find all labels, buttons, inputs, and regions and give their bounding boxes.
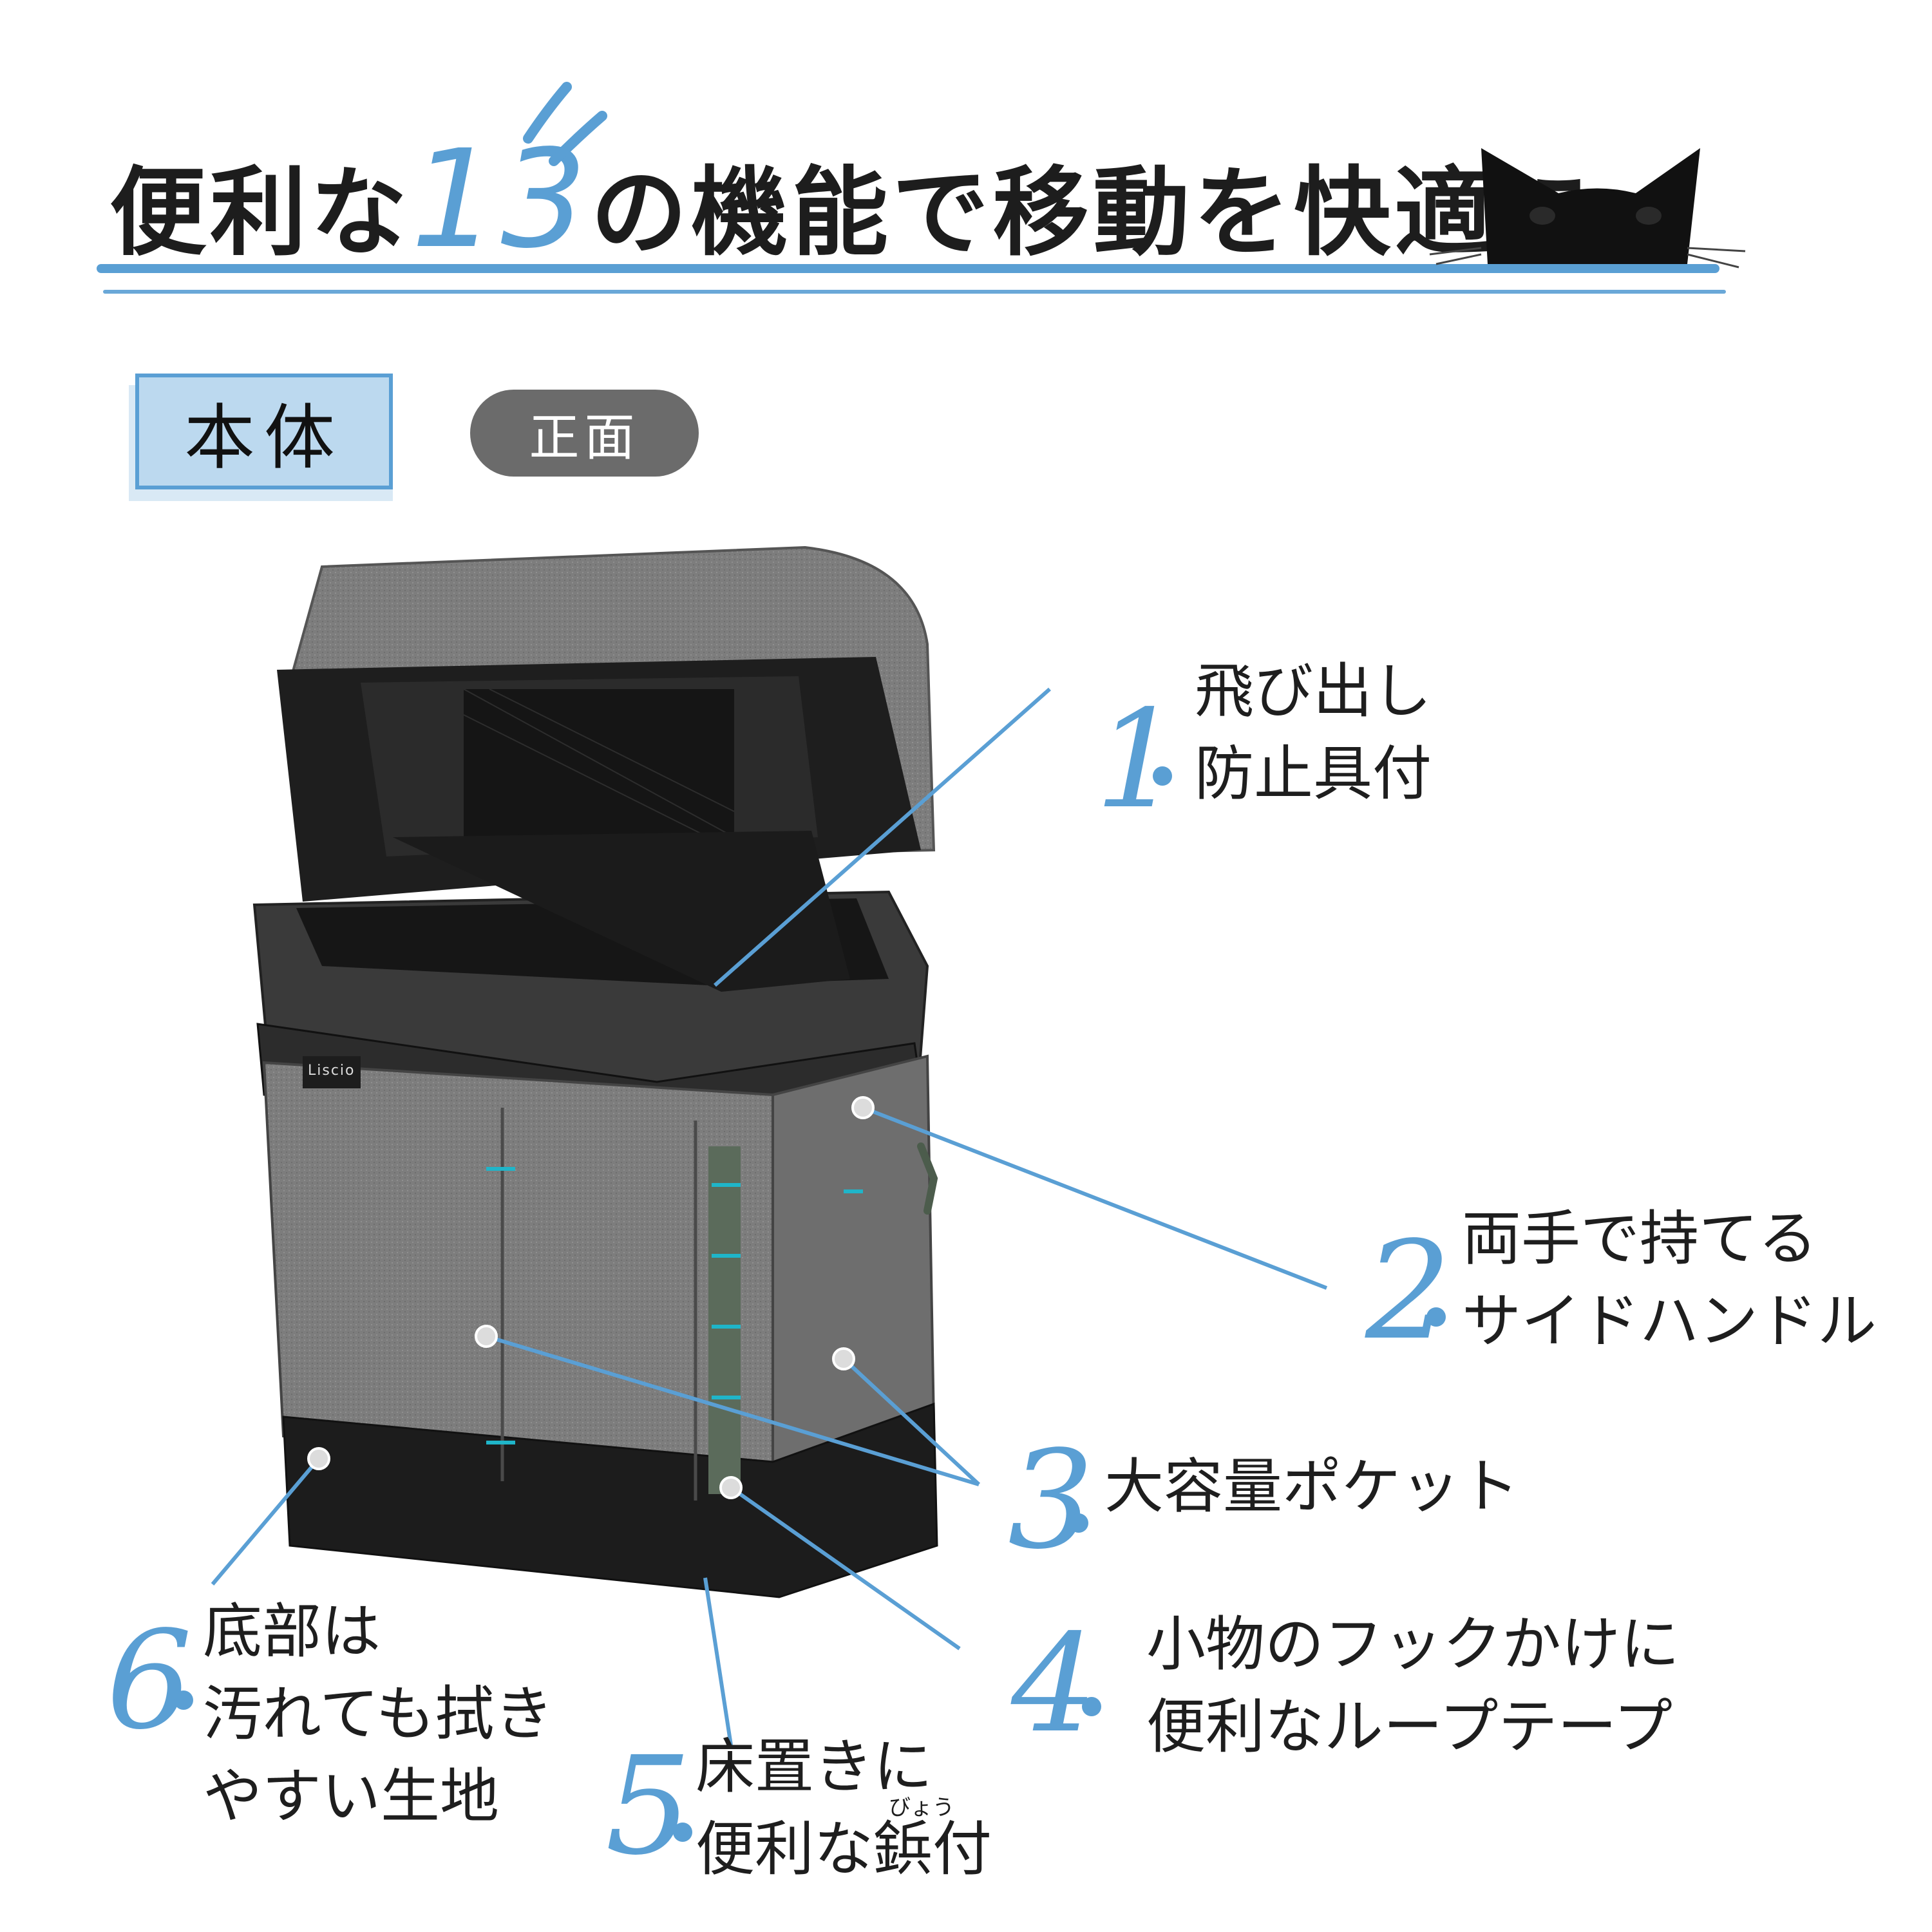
feature-2-line-2: サイドハンドル (1462, 1287, 1877, 1356)
feature-1-dot (1153, 766, 1172, 786)
feature-4-line-2: 便利なループテープ (1146, 1692, 1672, 1761)
feature-4-line-1: 小物のフックかけに (1146, 1610, 1680, 1679)
feature-1-line-2: 防止具付 (1195, 739, 1432, 808)
tag-front-view: 正面 (470, 390, 699, 477)
feature-4-number: 4 (1011, 1605, 1097, 1763)
feature-5-line-1: 床置きに (696, 1732, 933, 1801)
feature-3-line-1: 大容量ポケット (1104, 1452, 1520, 1521)
feature-6-text: 底部は 汚れても拭き やすい生地 (203, 1591, 554, 1838)
feature-2-dot (1426, 1307, 1446, 1327)
feature-5-text: 床置きに 便利な鋲付 (696, 1726, 992, 1891)
feature-4-text: 小物のフックかけに 便利なループテープ (1146, 1604, 1680, 1768)
feature-2-text: 両手で持てる サイドハンドル (1462, 1198, 1877, 1363)
feature-1-text: 飛び出し 防止具付 (1195, 650, 1432, 815)
title-suffix: の機能で移動を快適に (591, 157, 1596, 269)
feature-1-line-1: 飛び出し (1195, 657, 1432, 726)
feature-6-line-2: 汚れても拭き (203, 1680, 554, 1748)
feature-2-line-1: 両手で持てる (1462, 1204, 1818, 1273)
title-underline-secondary (103, 290, 1726, 294)
feature-6-dot (174, 1690, 193, 1710)
tag-main-body: 本体 (135, 374, 393, 489)
feature-3-dot (1069, 1513, 1088, 1533)
product-logo: Liscio (308, 1063, 355, 1079)
feature-6-number: 6 (106, 1602, 193, 1759)
feature-5-dot (673, 1823, 692, 1842)
feature-5-ruby: びょう (889, 1795, 954, 1821)
feature-6-line-1: 底部は (203, 1597, 381, 1666)
feature-5-line-2: 便利な鋲付 (696, 1815, 992, 1884)
title-prefix: 便利な (109, 157, 412, 269)
feature-4-dot (1082, 1697, 1101, 1716)
feature-5-number: 5 (605, 1727, 692, 1885)
feature-1-number: 1 (1095, 681, 1181, 838)
title-underline (97, 264, 1719, 273)
feature-6-line-3: やすい生地 (203, 1762, 500, 1831)
feature-2-number: 2 (1365, 1212, 1452, 1370)
feature-3-text: 大容量ポケット (1104, 1446, 1519, 1528)
feature-3-number: 3 (1008, 1421, 1094, 1579)
